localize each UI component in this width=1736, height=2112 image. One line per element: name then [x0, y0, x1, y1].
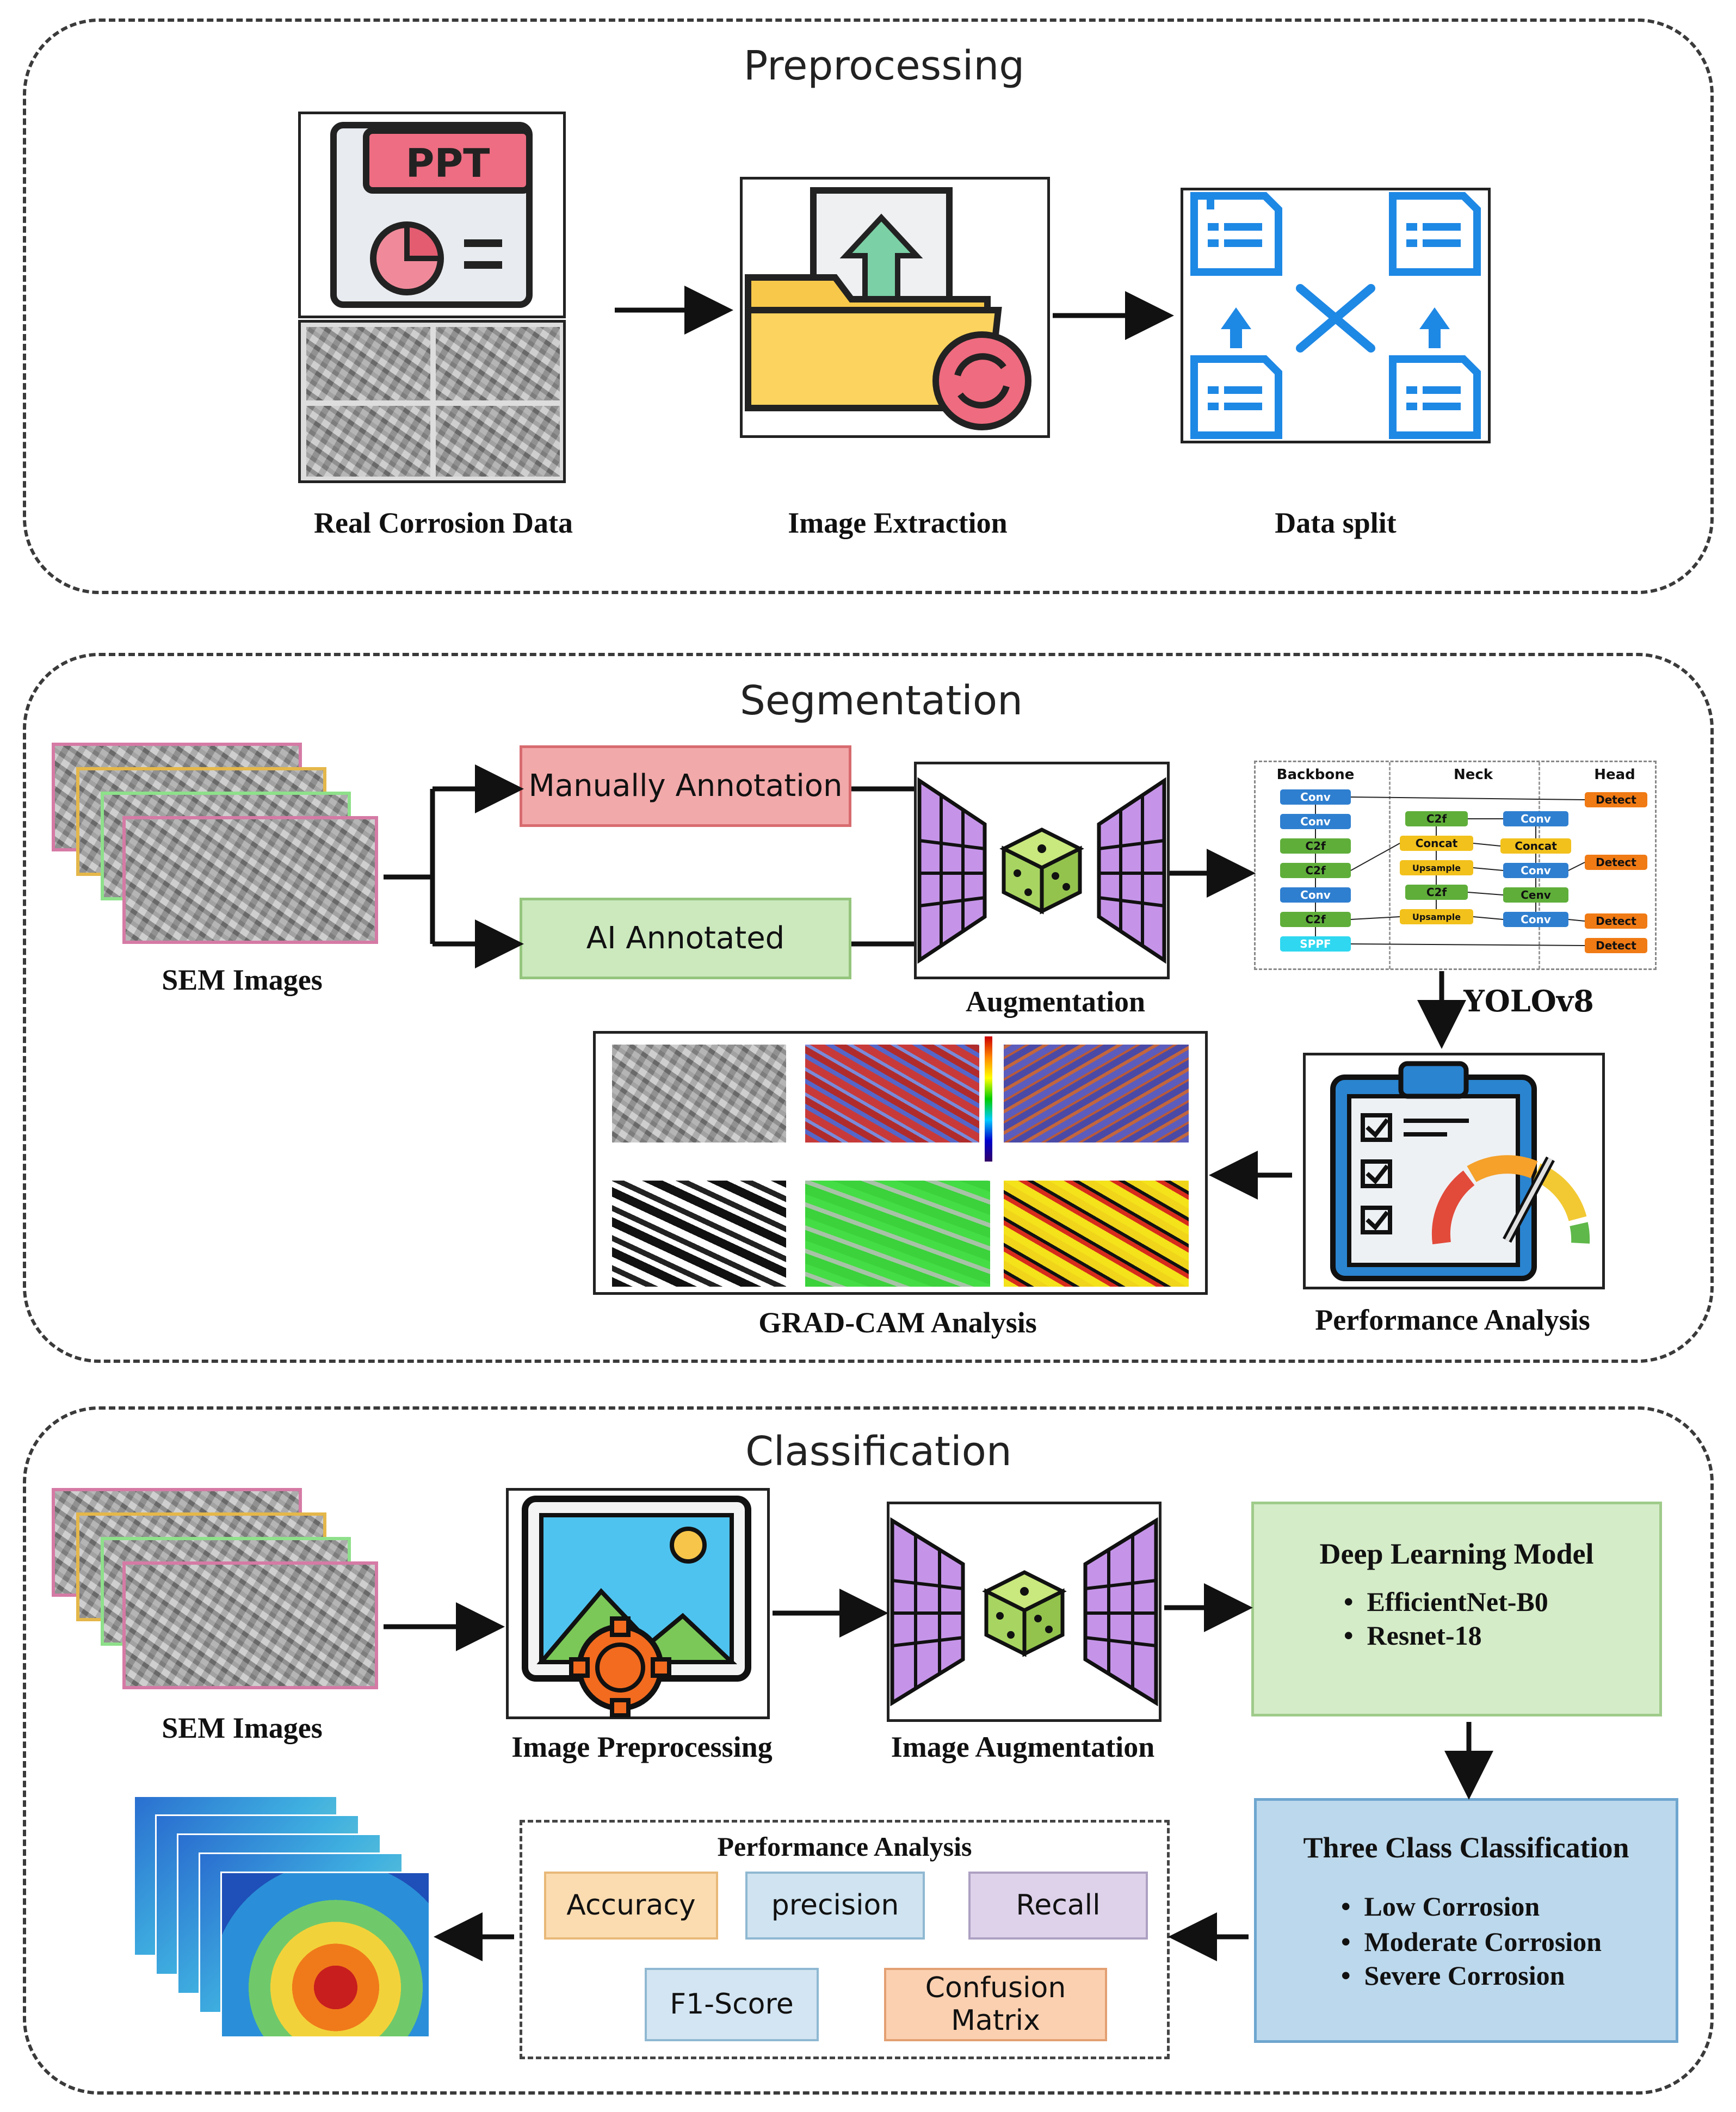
ai-annotated-box: AI Annotated: [520, 898, 851, 979]
performance-frame-seg: [1303, 1053, 1605, 1289]
yolo-detect: Detect: [1585, 792, 1647, 807]
yolo-detect: Detect: [1585, 855, 1647, 870]
augmentation-frame-seg: [914, 762, 1170, 979]
segmentation-stage: [23, 653, 1714, 1363]
yolo-block: C2f: [1405, 885, 1468, 900]
image-preprocessing-label: Image Preprocessing: [511, 1731, 773, 1763]
class-item: • Low Corrosion: [1341, 1891, 1540, 1922]
real-corrosion-label: Real Corrosion Data: [314, 507, 573, 539]
yolo-detect: Detect: [1585, 938, 1647, 953]
yolo-head-header: Head: [1594, 767, 1635, 783]
yolo-block: C2f: [1280, 838, 1351, 854]
funnel-grid-icon: [917, 777, 1166, 964]
gradcam-panel: [593, 1031, 1208, 1295]
three-class-box: Three Class Classification • Low Corrosi…: [1254, 1798, 1678, 2043]
yolo-detect: Detect: [1585, 913, 1647, 929]
deep-learning-model-box: Deep Learning Model • EfficientNet-B0 • …: [1251, 1502, 1662, 1716]
gradcam-yellow-overlay: [1004, 1181, 1189, 1287]
classification-title: Classification: [745, 1428, 1012, 1475]
classification-stage: [23, 1406, 1714, 2095]
preprocessing-title: Preprocessing: [743, 42, 1025, 89]
svg-text:PPT: PPT: [406, 140, 490, 186]
yolo-label: YOLOv8: [1463, 984, 1594, 1018]
yolo-block: Upsample: [1400, 860, 1473, 875]
metric-precision: precision: [745, 1872, 925, 1940]
yolo-block: C2f: [1405, 811, 1468, 826]
yolo-backbone-header: Backbone: [1276, 767, 1355, 783]
gradcam-green-overlay: [805, 1181, 990, 1287]
yolo-block: SPPF: [1280, 936, 1351, 952]
data-split-icon: [1190, 192, 1481, 439]
manual-annotation-box: Manually Annotation: [520, 745, 851, 827]
dice-icon: [999, 827, 1084, 915]
yolo-block: Cenv: [1503, 887, 1568, 903]
dl-model-title: Deep Learning Model: [1319, 1537, 1594, 1570]
yolo-block: Conv: [1503, 811, 1568, 826]
gradcam-label: GRAD-CAM Analysis: [758, 1306, 1037, 1339]
three-class-title: Three Class Classification: [1303, 1831, 1629, 1864]
yolo-neck-header: Neck: [1453, 767, 1493, 783]
sem-images-label-seg: SEM Images: [162, 964, 323, 996]
folder-extract-icon: [745, 187, 1031, 430]
gradcam-heatmap-red: [805, 1045, 979, 1143]
image-extraction-frame: [740, 177, 1050, 438]
augmentation-label-seg: Augmentation: [965, 985, 1145, 1018]
sem-images-label-class: SEM Images: [162, 1712, 323, 1744]
yolo-block: Conv: [1280, 887, 1351, 903]
yolo-block: Conv: [1503, 912, 1568, 927]
performance-metrics-panel: Performance Analysis Accuracy precision …: [520, 1820, 1170, 2059]
heatmap-stack: [133, 1795, 438, 2046]
yolo-block: C2f: [1280, 912, 1351, 927]
yolo-connectors: [1315, 796, 1585, 946]
class-item: • Severe Corrosion: [1341, 1960, 1565, 1991]
sem-image-stack-seg: [52, 743, 389, 949]
segmentation-arrows: [384, 764, 1466, 1200]
ppt-icon: PPT: [330, 122, 533, 308]
yolo-block: Conv: [1280, 814, 1351, 829]
real-corrosion-photos: [298, 320, 566, 483]
image-gear-icon: [522, 1496, 751, 1718]
dl-model-item: • Resnet-18: [1344, 1620, 1482, 1651]
class-item: • Moderate Corrosion: [1341, 1926, 1602, 1957]
perf-metrics-title: Performance Analysis: [717, 1831, 972, 1862]
dice-icon: [982, 1570, 1067, 1657]
image-preprocessing-frame: [506, 1488, 770, 1719]
preprocessing-arrows: [615, 286, 1174, 340]
image-augmentation-frame: [887, 1502, 1162, 1722]
metric-f1: F1-Score: [645, 1968, 819, 2041]
clipboard-gauge-icon: [1330, 1061, 1590, 1281]
yolo-block: C2f: [1280, 863, 1351, 878]
gradcam-heatmap-blue: [1004, 1045, 1189, 1143]
yolo-block: Conv: [1280, 789, 1351, 805]
data-split-label: Data split: [1275, 507, 1397, 539]
image-augmentation-label: Image Augmentation: [891, 1731, 1155, 1763]
metric-accuracy: Accuracy: [544, 1872, 718, 1940]
metric-confusion-matrix: Confusion Matrix: [884, 1968, 1107, 2041]
gradcam-binary-mask: [612, 1181, 786, 1287]
yolo-block: Concat: [1500, 838, 1571, 854]
gradcam-colorbar: [985, 1036, 992, 1162]
dl-model-item: • EfficientNet-B0: [1344, 1586, 1548, 1617]
performance-label-seg: Performance Analysis: [1315, 1304, 1590, 1336]
ppt-icon-frame: PPT: [298, 112, 566, 318]
segmentation-title: Segmentation: [739, 677, 1023, 724]
preprocessing-stage: [23, 18, 1714, 594]
funnel-grid-icon: [890, 1517, 1158, 1707]
yolo-block: Conv: [1503, 863, 1568, 878]
sem-image-stack-class: [52, 1488, 389, 1695]
image-extraction-label: Image Extraction: [788, 507, 1008, 539]
data-split-frame: [1181, 188, 1491, 443]
metric-recall: Recall: [968, 1872, 1148, 1940]
yolo-block: Upsample: [1400, 909, 1473, 924]
yolo-block: Concat: [1400, 836, 1473, 851]
